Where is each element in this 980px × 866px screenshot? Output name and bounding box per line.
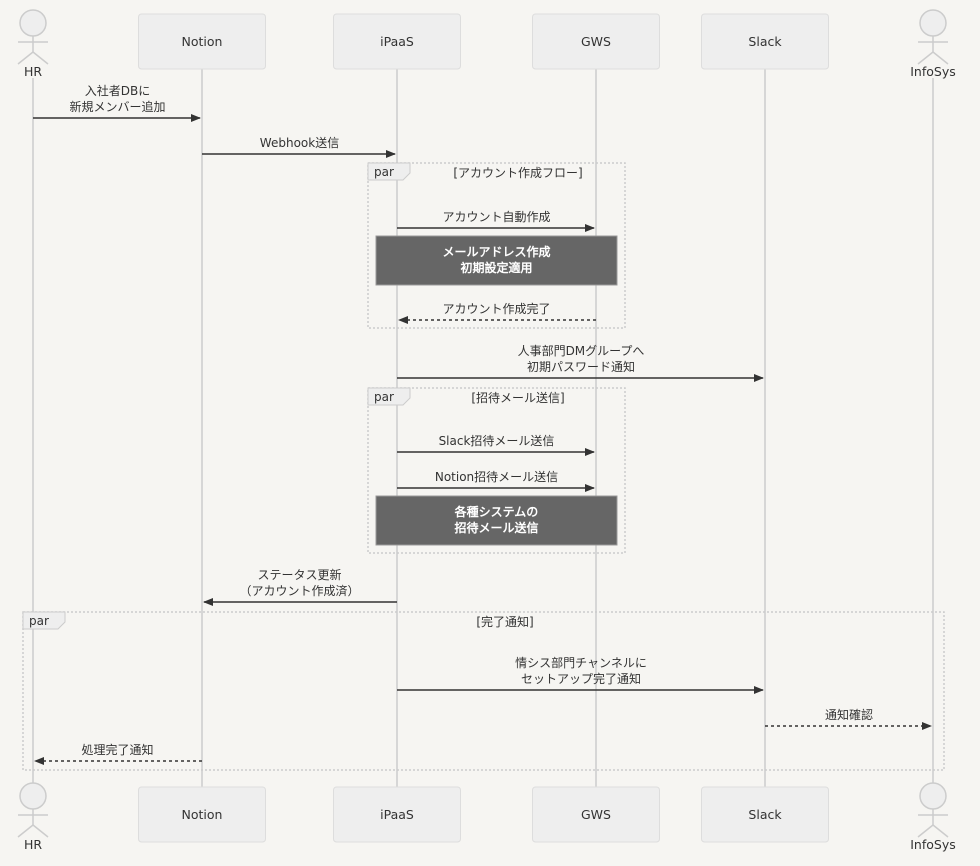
participant-slack-bottom: Slack bbox=[701, 786, 829, 843]
message-label: 情シス部門チャンネルに bbox=[515, 655, 647, 670]
note-text: 初期設定適用 bbox=[460, 260, 532, 275]
message-label: 通知確認 bbox=[825, 707, 873, 722]
message-label: 新規メンバー追加 bbox=[69, 99, 165, 114]
participant-label: GWS bbox=[581, 34, 611, 49]
fragment-label-tab bbox=[22, 611, 66, 630]
message-label: Webhook送信 bbox=[260, 135, 339, 150]
participant-hr-bottom: HR bbox=[17, 782, 49, 852]
actor-icon bbox=[17, 782, 49, 838]
fragment-keyword: par bbox=[29, 614, 49, 628]
participant-box bbox=[138, 13, 266, 70]
message-label: 入社者DBに bbox=[85, 83, 150, 98]
fragment-title: [完了通知] bbox=[476, 614, 533, 629]
participant-label: Slack bbox=[748, 807, 782, 822]
participant-ipaas-bottom: iPaaS bbox=[333, 786, 461, 843]
participant-ipaas-top: iPaaS bbox=[333, 13, 461, 70]
participant-box bbox=[333, 786, 461, 843]
participant-box bbox=[138, 786, 266, 843]
par-fragment: par [アカウント作成フロー] bbox=[367, 162, 626, 329]
note-text: 各種システムの bbox=[454, 504, 539, 519]
fragment-keyword: par bbox=[374, 390, 394, 404]
actor-icon bbox=[17, 9, 49, 65]
message-label: ステータス更新 bbox=[257, 567, 341, 582]
fragment-keyword: par bbox=[374, 165, 394, 179]
message: ステータス更新（アカウント作成済） bbox=[203, 567, 397, 606]
par-fragment: par [招待メール送信] bbox=[367, 387, 626, 554]
participant-label: GWS bbox=[581, 807, 611, 822]
message: Notion招待メール送信 bbox=[397, 469, 595, 492]
fragment-title: [招待メール送信] bbox=[471, 390, 564, 405]
message-label: セットアップ完了通知 bbox=[521, 671, 641, 686]
actor-icon bbox=[917, 9, 949, 65]
participant-infosys-bottom: InfoSys bbox=[910, 782, 956, 852]
participant-infosys-top: InfoSys bbox=[910, 9, 956, 79]
participant-notion-bottom: Notion bbox=[138, 786, 266, 843]
lifelines bbox=[32, 69, 934, 787]
participant-box bbox=[532, 13, 660, 70]
message-label: （アカウント作成済） bbox=[239, 583, 359, 598]
message-label: アカウント自動作成 bbox=[442, 210, 550, 224]
participant-gws-top: GWS bbox=[532, 13, 660, 70]
message-label: 初期パスワード通知 bbox=[527, 360, 635, 374]
participant-hr-top: HR bbox=[17, 9, 49, 79]
message: アカウント作成完了 bbox=[398, 301, 596, 324]
participant-slack-top: Slack bbox=[701, 13, 829, 70]
participant-label: iPaaS bbox=[380, 807, 414, 822]
actor-label: InfoSys bbox=[910, 64, 956, 79]
message: アカウント自動作成 bbox=[397, 210, 595, 232]
participant-notion-top: Notion bbox=[138, 13, 266, 70]
participant-label: Notion bbox=[182, 807, 223, 822]
actor-label: HR bbox=[24, 64, 42, 79]
message-label: Slack招待メール送信 bbox=[439, 433, 555, 448]
message: Slack招待メール送信 bbox=[397, 433, 595, 456]
message: Webhook送信 bbox=[202, 135, 396, 158]
fragment-border bbox=[22, 611, 945, 771]
participant-box bbox=[532, 786, 660, 843]
note-box bbox=[375, 495, 618, 546]
participant-box bbox=[701, 13, 829, 70]
participants: HRHRNotionNotioniPaaSiPaaSGWSGWSSlackSla… bbox=[17, 9, 956, 852]
message: 通知確認 bbox=[765, 707, 932, 730]
fragment-title: [アカウント作成フロー] bbox=[453, 166, 582, 180]
actor-icon bbox=[917, 782, 949, 838]
message: 処理完了通知 bbox=[34, 742, 202, 765]
par-fragment: par [完了通知] bbox=[22, 611, 945, 771]
participant-label: iPaaS bbox=[380, 34, 414, 49]
participant-box bbox=[333, 13, 461, 70]
fragment-border bbox=[367, 387, 626, 554]
note-text: 招待メール送信 bbox=[454, 520, 538, 535]
message-label: アカウント作成完了 bbox=[442, 301, 550, 316]
fragment-label-tab bbox=[367, 162, 411, 181]
fragments: par [アカウント作成フロー] par [招待メール送信] par [完了通知] bbox=[22, 162, 945, 771]
note-text: メールアドレス作成 bbox=[442, 244, 550, 259]
message-label: Notion招待メール送信 bbox=[435, 469, 558, 484]
message-label: 人事部門DMグループへ bbox=[518, 343, 645, 358]
participant-label: Notion bbox=[182, 34, 223, 49]
participant-gws-bottom: GWS bbox=[532, 786, 660, 843]
participant-box bbox=[701, 786, 829, 843]
message-label: 処理完了通知 bbox=[81, 742, 153, 757]
actor-label: HR bbox=[24, 837, 42, 852]
participant-label: Slack bbox=[748, 34, 782, 49]
actor-label: InfoSys bbox=[910, 837, 956, 852]
fragment-border bbox=[367, 162, 626, 329]
note-box bbox=[375, 235, 618, 286]
fragment-label-tab bbox=[367, 387, 411, 406]
